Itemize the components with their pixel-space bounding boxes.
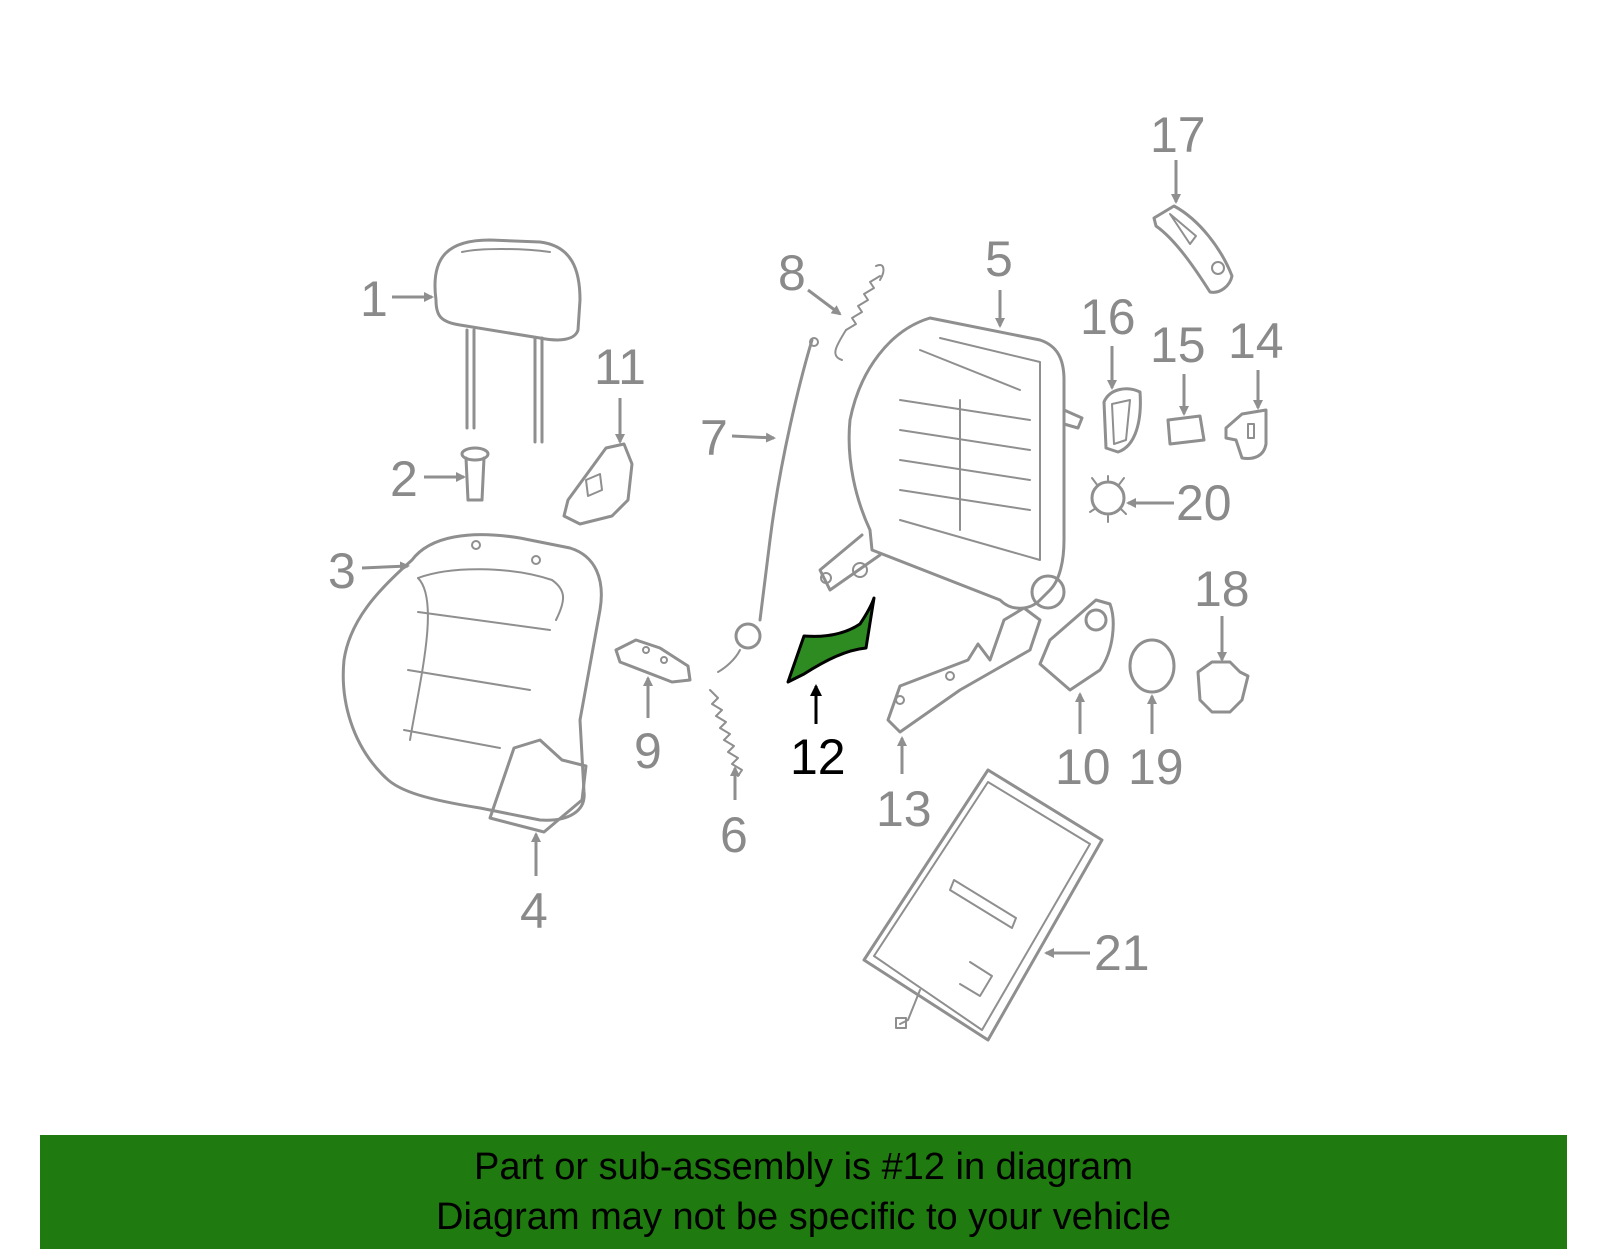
part-21-heating-mat bbox=[862, 768, 1104, 1042]
part-6-spring bbox=[709, 689, 743, 777]
callout-3: 3 bbox=[328, 543, 356, 599]
part-15-clip bbox=[1166, 414, 1206, 446]
part-7-cable bbox=[717, 337, 819, 673]
part-1-headrest bbox=[433, 238, 582, 444]
part-17-lever bbox=[1152, 204, 1234, 294]
callout-10: 10 bbox=[1055, 739, 1111, 795]
callout-8: 8 bbox=[778, 245, 806, 301]
part-20-gear bbox=[1089, 475, 1127, 523]
callout-13: 13 bbox=[876, 781, 932, 837]
callout-11: 11 bbox=[594, 339, 646, 395]
callout-1: 1 bbox=[360, 271, 388, 327]
part-19-ring bbox=[1128, 638, 1176, 694]
callout-15: 15 bbox=[1150, 317, 1206, 373]
part-18-cover bbox=[1196, 660, 1250, 714]
info-banner: Part or sub-assembly is #12 in diagram D… bbox=[40, 1135, 1567, 1249]
part-11-side-bracket bbox=[562, 442, 634, 526]
part-5-seat-back-frame bbox=[818, 316, 1084, 610]
callout-18: 18 bbox=[1194, 561, 1250, 617]
part-3-seat-back-cover bbox=[341, 533, 603, 822]
banner-line-part: Part or sub-assembly is #12 in diagram bbox=[474, 1146, 1133, 1188]
part-8-spring bbox=[834, 264, 885, 361]
parts-diagram: 1 2 3 4 5 6 7 8 9 10 11 12 13 14 15 16 1… bbox=[328, 107, 1284, 1042]
callout-14: 14 bbox=[1228, 313, 1284, 369]
part-14-knob bbox=[1224, 408, 1268, 460]
part-2-guide-sleeve bbox=[460, 446, 490, 502]
leader-lines bbox=[361, 160, 1263, 958]
banner-line-disclaimer: Diagram may not be specific to your vehi… bbox=[436, 1196, 1171, 1238]
callout-5: 5 bbox=[985, 231, 1013, 287]
part-10-recliner-bracket bbox=[1038, 598, 1115, 692]
part-12-trim-cover bbox=[786, 596, 876, 684]
callout-7: 7 bbox=[700, 410, 728, 466]
callout-2: 2 bbox=[390, 451, 418, 507]
callout-20: 20 bbox=[1176, 475, 1232, 531]
callout-21: 21 bbox=[1094, 925, 1150, 981]
part-4-back-panel bbox=[488, 738, 588, 834]
callout-labels: 1 2 3 4 5 6 7 8 9 10 11 12 13 14 15 16 1… bbox=[328, 107, 1284, 981]
part-13-lower-bracket bbox=[886, 606, 1042, 734]
callout-4: 4 bbox=[520, 883, 548, 939]
callout-17: 17 bbox=[1150, 107, 1206, 163]
callout-19: 19 bbox=[1128, 739, 1184, 795]
callout-12: 12 bbox=[790, 729, 846, 785]
callout-9: 9 bbox=[634, 723, 662, 779]
part-16-cap bbox=[1102, 387, 1142, 454]
part-9-bracket bbox=[614, 638, 692, 684]
callout-16: 16 bbox=[1080, 289, 1136, 345]
callout-6: 6 bbox=[720, 807, 748, 863]
